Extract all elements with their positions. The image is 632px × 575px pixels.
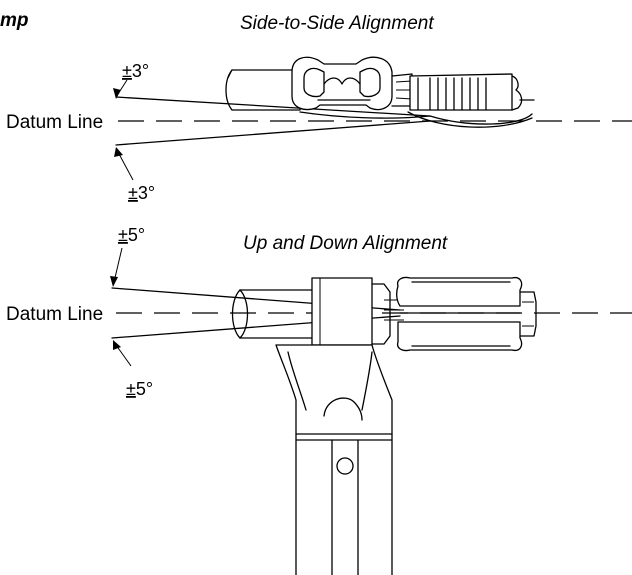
side-lower-angle-label: ±3° <box>128 183 155 203</box>
svg-text:±5°: ±5° <box>118 225 145 245</box>
side-crimped-terminal-drawing <box>225 56 535 128</box>
up-and-down-view: Up and Down Alignment ±5° Datum Line ±5° <box>6 225 632 575</box>
angle-arrow-icon <box>113 79 128 99</box>
partial-title: mp <box>0 10 29 31</box>
up-down-title: Up and Down Alignment <box>243 233 448 254</box>
angle-arrow-icon <box>110 247 123 287</box>
angle-arrow-icon <box>113 340 132 367</box>
side-datum-label: Datum Line <box>6 112 103 133</box>
up-down-upper-angle-value: 5° <box>128 225 145 245</box>
side-upper-angle-value: 3° <box>132 61 149 81</box>
up-down-lower-angle-value: 5° <box>136 379 153 399</box>
side-to-side-title: Side-to-Side Alignment <box>240 13 434 34</box>
side-lower-angle-line <box>115 120 431 146</box>
svg-text:±3°: ±3° <box>128 183 155 203</box>
up-down-upper-angle-sign: ± <box>118 225 128 245</box>
svg-text:±3°: ±3° <box>122 61 149 81</box>
side-upper-angle-label: ±3° <box>122 61 149 81</box>
side-to-side-view: Side-to-Side Alignment ±3° Datum Line ±3… <box>6 13 632 203</box>
up-down-lower-angle-label: ±5° <box>126 379 153 399</box>
angle-arrow-icon <box>114 147 134 181</box>
side-upper-angle-line <box>115 96 431 117</box>
up-down-crimp-tool-drawing <box>231 276 537 575</box>
side-upper-angle-sign: ± <box>122 61 132 81</box>
side-lower-angle-value: 3° <box>138 183 155 203</box>
side-lower-angle-sign: ± <box>128 183 138 203</box>
up-down-upper-angle-label: ±5° <box>118 225 145 245</box>
up-down-lower-angle-sign: ± <box>126 379 136 399</box>
svg-text:±5°: ±5° <box>126 379 153 399</box>
up-down-datum-label: Datum Line <box>6 304 103 325</box>
